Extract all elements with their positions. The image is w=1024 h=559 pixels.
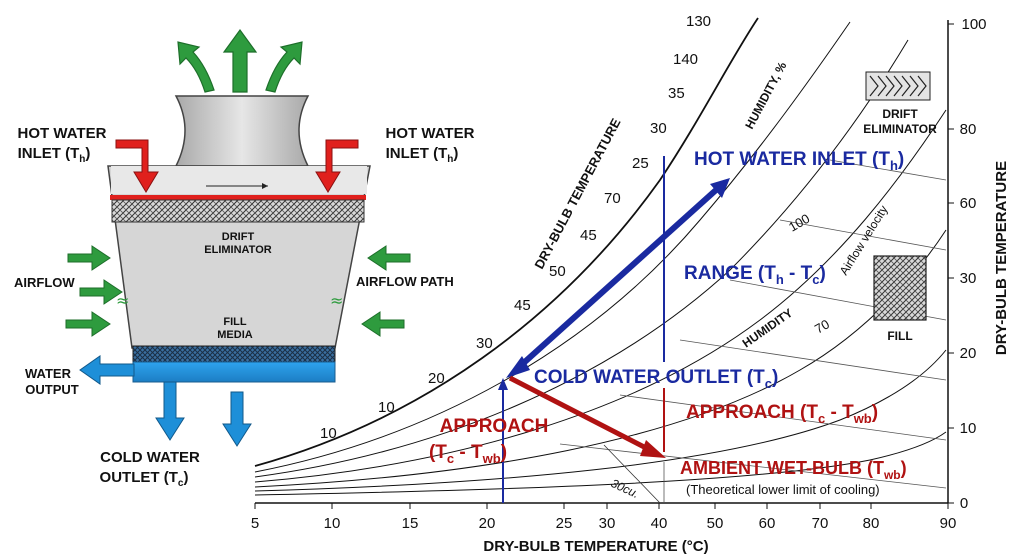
cold-water-outlet-label: COLD WATER OUTLET (Tc) [534, 367, 778, 391]
x-tick-label: 15 [402, 515, 419, 532]
exhaust-arrow-center-icon [222, 28, 258, 93]
humidity-top-label: HUMIDITY, % [742, 59, 789, 131]
x-tick-label: 10 [324, 515, 341, 532]
hot-inlet-arrow-left-icon [115, 139, 159, 193]
fill-legend: FILL [873, 255, 927, 343]
airflow-label: AIRFLOW [14, 275, 75, 290]
airflow-arrow-icon [79, 279, 123, 305]
value-70-label: 70 [812, 316, 832, 336]
svg-text:45: 45 [580, 227, 597, 244]
x-tick-label: 30 [599, 515, 616, 532]
right-tick-label: 80 [960, 121, 977, 138]
cold-outlet-arrow-icon [222, 391, 252, 447]
airflow-arrow-icon [65, 311, 111, 337]
hot-inlet-arrow-right-icon [315, 139, 359, 193]
right-tick-label: 0 [960, 495, 968, 512]
x-tick-label: 80 [863, 515, 880, 532]
airflow-arrow-icon [367, 245, 411, 271]
svg-text:10: 10 [378, 399, 395, 416]
diagonal-lines [603, 444, 661, 504]
hot-water-distribution-line [110, 195, 366, 200]
x-tick-label: 5 [251, 515, 259, 532]
svg-text:10: 10 [320, 425, 337, 442]
right-tick-label: 10 [960, 420, 977, 437]
x-tick-label: 70 [812, 515, 829, 532]
cold-outlet-arrow-icon [155, 381, 185, 441]
fill-media-layer [132, 345, 336, 363]
right-ticks: 100 80 60 30 20 10 0 [948, 16, 987, 512]
water-output-arrow-icon [79, 355, 135, 385]
x-tick-label: 60 [759, 515, 776, 532]
x-tick-label: 20 [479, 515, 496, 532]
right-tick-label: 30 [960, 270, 977, 287]
svg-text:50: 50 [549, 263, 566, 280]
svg-text:20: 20 [428, 370, 445, 387]
approach-arrow [508, 375, 666, 458]
exhaust-arrows [177, 28, 303, 93]
svg-text:45: 45 [514, 297, 531, 314]
svg-text:30: 30 [476, 335, 493, 352]
exhaust-arrow-left-icon [177, 41, 215, 93]
cu-label: 30cu. [609, 476, 642, 501]
wave-icon: ≈ [116, 291, 129, 310]
x-tick-label: 90 [940, 515, 957, 532]
curve-tick-labels: 130 140 35 30 25 70 45 50 45 30 20 10 10 [320, 13, 711, 442]
range-label: RANGE (Th - Tc) [684, 263, 826, 287]
svg-text:FILL: FILL [887, 329, 912, 343]
right-tick-label: 60 [960, 195, 977, 212]
x-axis-label: DRY-BULB TEMPERATURE (°C) [483, 538, 708, 555]
wave-icon: ≈ [330, 291, 343, 310]
fan-stack [174, 95, 310, 167]
airflow-path-label: AIRFLOW PATH [356, 274, 454, 289]
right-tick-label: 20 [960, 345, 977, 362]
x-ticks: 5 10 15 20 25 30 40 50 60 70 80 90 [251, 503, 957, 532]
approach-left-label: APPROACH(Tc - Twb) [429, 416, 548, 466]
ambient-wet-bulb-label: AMBIENT WET-BULB (Twb) [680, 458, 907, 482]
x-tick-label: 40 [651, 515, 668, 532]
right-axis-label: DRY-BULB TEMPERATURE [993, 161, 1010, 355]
value-100-label: 100 [786, 211, 812, 235]
water-basin [132, 361, 336, 383]
x-tick-label: 25 [556, 515, 573, 532]
theoretical-limit-label: (Theoretical lower limit of cooling) [686, 482, 880, 497]
x-tick-label: 50 [707, 515, 724, 532]
svg-text:140: 140 [673, 51, 698, 68]
airflow-arrow-icon [361, 311, 405, 337]
exhaust-arrow-right-icon [265, 41, 303, 93]
hot-water-inlet-label: HOT WATER INLET (Th) [694, 149, 904, 173]
approach-right-label: APPROACH (Tc - Twb) [686, 402, 878, 426]
svg-text:130: 130 [686, 13, 711, 30]
range-double-arrow [506, 178, 730, 378]
right-tick-label: 100 [961, 16, 986, 33]
drift-eliminator-layer [111, 199, 365, 223]
humidity-mid-label: HUMIDITY [740, 306, 796, 351]
svg-text:70: 70 [604, 190, 621, 207]
svg-text:35: 35 [668, 85, 685, 102]
airflow-arrow-icon [67, 245, 111, 271]
svg-text:25: 25 [632, 155, 649, 172]
svg-text:30: 30 [650, 120, 667, 137]
